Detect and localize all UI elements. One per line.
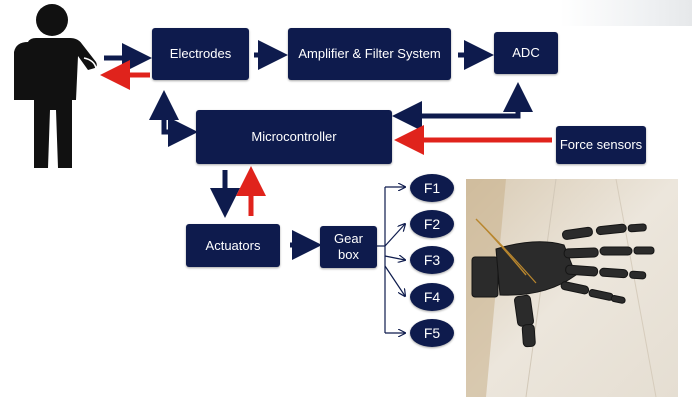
amplifier-block: Amplifier & Filter System <box>288 28 451 80</box>
finger-label: F2 <box>423 216 441 232</box>
microcontroller-block: Microcontroller <box>196 110 392 164</box>
finger-node: F3 <box>410 246 454 274</box>
adc-label: ADC <box>512 45 540 60</box>
finger-label: F5 <box>423 325 441 341</box>
finger-label: F3 <box>423 252 441 268</box>
electrodes-block: Electrodes <box>152 28 249 80</box>
microcontroller-label: Microcontroller <box>251 129 337 144</box>
finger-node: F1 <box>410 174 454 202</box>
gearbox-block: Gear box <box>320 226 377 268</box>
gearbox-label-line1: Gear <box>334 231 363 246</box>
fanout-f2 <box>384 224 405 247</box>
amplifier-label: Amplifier & Filter System <box>298 46 441 61</box>
finger-node: F5 <box>410 319 454 347</box>
fanout-f3 <box>384 256 405 260</box>
fanout-f4 <box>384 265 405 296</box>
gearbox-label-line2: box <box>338 247 359 262</box>
finger-node: F4 <box>410 283 454 311</box>
force-sensors-label: Force sensors <box>559 137 643 152</box>
stump-outline <box>83 57 97 73</box>
finger-node: F2 <box>410 210 454 238</box>
background-gradient <box>560 0 692 26</box>
actuators-label: Actuators <box>205 237 261 253</box>
finger-label: F4 <box>423 289 441 305</box>
force-sensors-block: Force sensors <box>556 126 646 164</box>
electrodes-label: Electrodes <box>169 46 232 61</box>
arrow-electrodes-to-microcontroller <box>161 96 198 147</box>
actuators-block: Actuators <box>186 224 280 267</box>
arrow-adc-to-microcontroller <box>392 88 521 131</box>
adc-block: ADC <box>494 32 558 74</box>
finger-label: F1 <box>423 180 441 196</box>
robotic-hand-photo <box>466 179 678 397</box>
